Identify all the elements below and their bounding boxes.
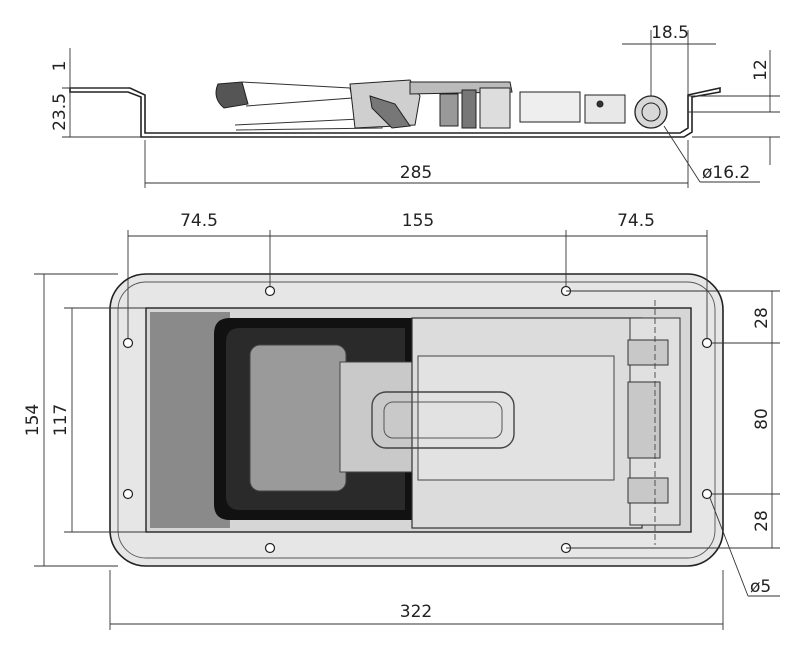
hole-left-lower	[122, 488, 134, 500]
dim-overall-length: 285	[400, 163, 432, 183]
dim-right-spacing-middle: 80	[752, 408, 772, 430]
hole-bottom-left	[264, 542, 276, 554]
side-handle-arm	[241, 81, 353, 107]
dim-hole-spacing-right: 74.5	[617, 211, 655, 231]
dim-right-spacing-bottom: 28	[752, 510, 772, 532]
dim-overall-width: 322	[400, 602, 432, 622]
side-view: 1 23.5 18.5 12 285 ø16.2	[50, 23, 780, 188]
dim-hole-diameter: ø5	[750, 577, 771, 597]
side-roller	[634, 95, 668, 129]
dim-body-depth: 23.5	[50, 93, 70, 131]
dim-roller-diameter: ø16.2	[702, 163, 750, 183]
dim-roller-offset: 18.5	[651, 23, 689, 43]
dim-hole-spacing-middle: 155	[402, 211, 434, 231]
side-body-outline	[69, 87, 721, 138]
hole-left-upper	[122, 337, 134, 349]
side-mechanism	[349, 79, 626, 129]
hole-right-lower	[701, 488, 713, 500]
dim-cutout-height: 117	[51, 404, 71, 436]
dim-overall-height: 154	[23, 404, 43, 436]
dim-right-spacing-top: 28	[752, 307, 772, 329]
front-handle-paddle	[249, 344, 347, 492]
hole-top-left	[264, 285, 276, 297]
dim-flange-thickness: 1	[50, 61, 70, 72]
dim-roller-height: 12	[751, 59, 771, 81]
front-view: 74.5 155 74.5 154 117 28 80 28 322 ø5	[23, 211, 780, 630]
side-handle-grip	[215, 81, 249, 109]
front-catch	[627, 317, 681, 526]
dim-hole-spacing-left: 74.5	[180, 211, 218, 231]
hole-right-upper	[701, 337, 713, 349]
